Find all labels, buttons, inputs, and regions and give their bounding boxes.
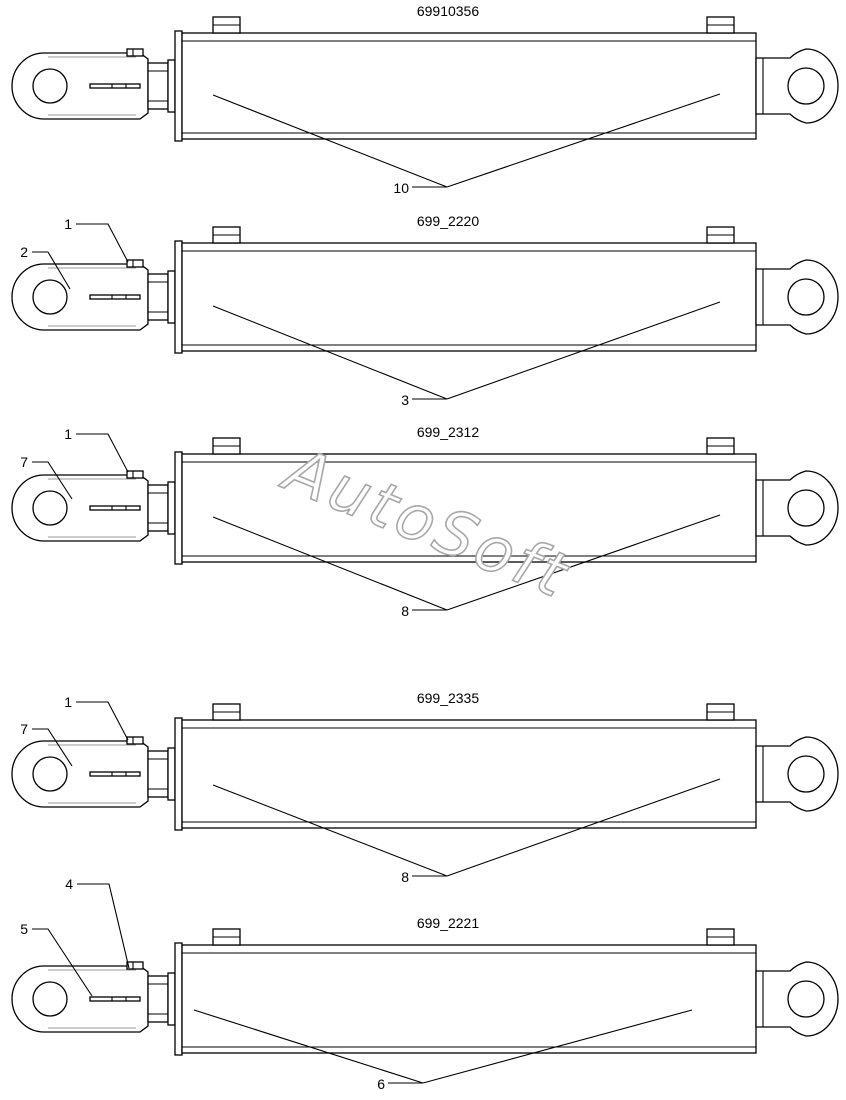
eye-pin-hole	[787, 980, 825, 1018]
eye-pin-hole	[787, 67, 825, 105]
callout-number: 1	[64, 216, 72, 232]
rod-end-ring	[167, 972, 176, 1026]
callout-leader	[446, 93, 721, 188]
rod-nut	[147, 62, 169, 110]
grease-fitting	[126, 736, 144, 745]
part-number-label: 699_2221	[417, 915, 480, 931]
cylinder-assembly: 699_2335 1 7 8	[11, 690, 839, 885]
cylinder-assembly: 699_2220 1 2 3	[11, 213, 839, 408]
part-number-label: 699_2220	[417, 213, 480, 229]
callout-number: 4	[65, 876, 73, 892]
rod-end-ring	[167, 59, 176, 113]
grease-fitting	[126, 259, 144, 268]
clevis-slot	[89, 294, 141, 300]
callout-leader	[32, 251, 71, 290]
callout-leader	[446, 514, 721, 611]
rod-nut	[147, 975, 169, 1023]
callout-leader	[76, 433, 129, 473]
clevis-slot	[89, 771, 141, 777]
cylinder-barrel	[181, 719, 757, 829]
callout-number: 3	[401, 392, 409, 408]
clevis-pin-hole	[32, 68, 68, 104]
clevis-pin-hole	[32, 279, 68, 315]
callout-leader	[76, 223, 129, 263]
callout-leader	[212, 305, 448, 400]
callout-number: 10	[393, 180, 409, 196]
assemblies-layer: 6991035610699_2220123699_2312178699_2335…	[11, 3, 839, 1092]
end-cap-plate	[174, 942, 183, 1056]
callout-leader	[193, 1009, 424, 1084]
callout-number: 7	[20, 454, 28, 470]
part-number-label: 699_2312	[417, 424, 480, 440]
rod-nut	[147, 273, 169, 321]
clevis-pin-hole	[32, 981, 68, 1017]
callout-number: 1	[64, 426, 72, 442]
callout-number: 7	[20, 721, 28, 737]
end-cap-plate	[174, 451, 183, 565]
callout-number: 5	[20, 921, 28, 937]
callout-number: 8	[401, 603, 409, 619]
clevis-inner-edge	[48, 478, 136, 538]
callout-leader	[446, 778, 721, 877]
callout-leader	[32, 728, 73, 767]
end-cap-plate	[174, 240, 183, 354]
end-cap-plate	[174, 717, 183, 831]
callout-leader	[212, 784, 448, 877]
callout-leader	[212, 94, 448, 188]
clevis-slot	[89, 505, 141, 511]
callout-leader	[212, 516, 448, 611]
grease-fitting	[126, 470, 144, 479]
grease-fitting	[126, 48, 144, 57]
cylinder-barrel	[181, 453, 757, 563]
eye-pin-hole	[787, 755, 825, 793]
callout-leader	[32, 928, 93, 997]
cylinder-barrel	[181, 242, 757, 352]
callout-number: 2	[20, 244, 28, 260]
grease-fitting	[126, 961, 144, 970]
end-cap-plate	[174, 30, 183, 142]
clevis-inner-edge	[48, 267, 136, 327]
cylinder-barrel	[181, 32, 757, 140]
cylinder-assembly: 699_2312 1 7 8	[11, 424, 839, 619]
rod-end-ring	[167, 747, 176, 801]
clevis-slot	[89, 996, 141, 1002]
clevis-inner-edge	[48, 969, 136, 1029]
eye-pin-hole	[787, 278, 825, 316]
part-number-label: 69910356	[417, 3, 480, 19]
clevis-pin-hole	[32, 756, 68, 792]
cylinder-barrel	[181, 944, 757, 1054]
rod-nut	[147, 750, 169, 798]
callout-leader	[76, 701, 129, 741]
callout-leader	[32, 461, 73, 500]
callout-leader	[446, 301, 721, 400]
callout-leader	[422, 1009, 693, 1084]
clevis-inner-edge	[48, 744, 136, 804]
clevis-slot	[89, 83, 141, 89]
callout-leader	[77, 883, 130, 969]
clevis-pin-hole	[32, 490, 68, 526]
eye-pin-hole	[787, 489, 825, 527]
callout-number: 6	[377, 1076, 385, 1092]
clevis-inner-edge	[48, 56, 136, 116]
cylinder-assembly: 699_2221 4 5 6	[11, 876, 839, 1092]
rod-end-ring	[167, 270, 176, 324]
rod-end-ring	[167, 481, 176, 535]
rod-nut	[147, 484, 169, 532]
callout-number: 8	[401, 869, 409, 885]
callout-number: 1	[64, 694, 72, 710]
part-number-label: 699_2335	[417, 690, 480, 706]
cylinder-assembly: 69910356 10	[11, 3, 839, 196]
